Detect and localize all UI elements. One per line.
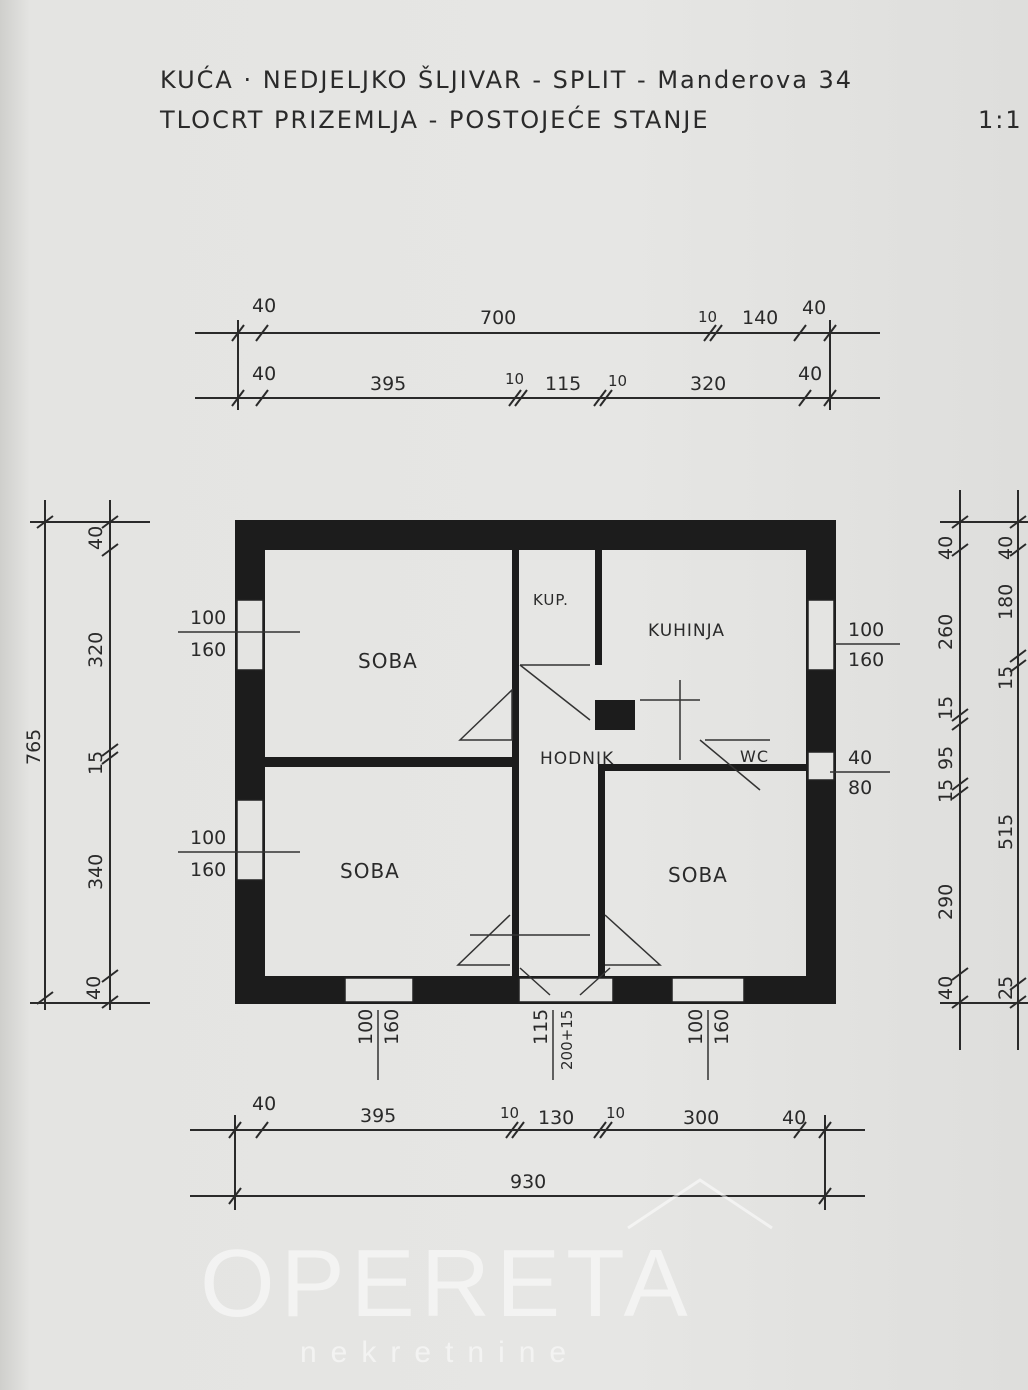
dim-label: 10 (505, 370, 524, 388)
window-kitchen (807, 599, 835, 671)
dimensions-bottom: 40 395 10 130 10 300 40 930 (252, 1093, 806, 1193)
dim-label: 40 (83, 976, 105, 1000)
dim-label: 15 (935, 696, 957, 720)
watermark: OPERETA nekretnine (200, 1178, 773, 1369)
dim-label: 115 (545, 373, 581, 395)
dim-label: 395 (370, 373, 406, 395)
dim-label: 765 (23, 729, 45, 765)
opening-label: 200+15 (558, 1010, 576, 1070)
dim-label: 40 (252, 363, 276, 385)
dim-label: 40 (995, 536, 1017, 560)
dim-label: 320 (85, 632, 107, 668)
dim-label: 15 (995, 666, 1017, 690)
window-left-bottom (236, 799, 264, 881)
window-bottom-right (671, 977, 745, 1003)
walls (235, 520, 836, 1004)
dimensions-left: 765 40 320 15 340 40 (23, 526, 107, 1000)
room-label-kupaonica: KUP. (533, 591, 569, 609)
dim-label: 290 (935, 884, 957, 920)
interior-wall (512, 550, 519, 990)
dim-label: 260 (935, 614, 957, 650)
dim-label: 340 (85, 854, 107, 890)
plan-scale: 1:1 (978, 106, 1023, 134)
dim-label: 40 (935, 536, 957, 560)
plan-subtitle: TLOCRT PRIZEMLJA - POSTOJEĆE STANJE (159, 104, 710, 134)
opening-labels: 100 160 100 160 100 160 40 80 100 160 11… (178, 607, 900, 1080)
dim-label: 40 (802, 297, 826, 319)
interior-wall (598, 764, 806, 771)
dim-label: 515 (995, 814, 1017, 850)
dim-label: 95 (935, 746, 957, 770)
dim-label: 10 (698, 308, 717, 326)
opening-label: 115 (530, 1009, 552, 1045)
plan-title: KUĆA · NEDJELJKO ŠLJIVAR - SPLIT - Mande… (160, 64, 853, 94)
dim-label: 15 (935, 779, 957, 803)
interior-wall (265, 757, 512, 767)
window-bottom-left (344, 977, 414, 1003)
chimney (595, 700, 635, 730)
dimensions-top: 40 700 10 140 40 40 395 10 115 10 320 40 (252, 295, 826, 395)
dim-label: 15 (85, 751, 107, 775)
dim-label: 300 (683, 1107, 719, 1129)
opening-label: 160 (848, 649, 884, 671)
dim-label: 10 (500, 1104, 519, 1122)
dim-label: 10 (608, 372, 627, 390)
dim-label: 40 (85, 526, 107, 550)
opening-label: 160 (190, 639, 226, 661)
opening-label: 100 (190, 827, 226, 849)
dim-label: 140 (742, 307, 778, 329)
dimension-lines (30, 320, 1028, 1210)
dimensions-right: 40 260 15 95 15 290 40 40 180 15 515 25 (935, 536, 1017, 1000)
dim-label: 395 (360, 1105, 396, 1127)
dim-label: 180 (995, 584, 1017, 620)
dim-label: 40 (252, 1093, 276, 1115)
opening-label: 40 (848, 747, 872, 769)
opening-label: 100 (355, 1009, 377, 1045)
watermark-sub: nekretnine (300, 1336, 580, 1369)
dim-label: 320 (690, 373, 726, 395)
watermark-brand: OPERETA (200, 1230, 694, 1337)
opening-label: 100 (685, 1009, 707, 1045)
opening-label: 80 (848, 777, 872, 799)
dim-label: 40 (782, 1107, 806, 1129)
room-label-kuhinja: KUHINJA (648, 621, 725, 641)
window-left-top (236, 599, 264, 671)
opening-label: 160 (711, 1009, 733, 1045)
watermark-roof-icon (627, 1178, 773, 1230)
room-label-wc: WC (740, 747, 769, 766)
dim-label: 40 (252, 295, 276, 317)
opening-label: 160 (190, 859, 226, 881)
room-label-soba: SOBA (668, 863, 728, 887)
dim-label: 40 (935, 976, 957, 1000)
dim-label: 25 (995, 976, 1017, 1000)
dim-label: 40 (798, 363, 822, 385)
dim-label: 700 (480, 307, 516, 329)
dim-label: 130 (538, 1107, 574, 1129)
room-label-hodnik: HODNIK (540, 749, 614, 769)
window-wc (807, 751, 835, 781)
dim-label: 930 (510, 1171, 546, 1193)
interior-wall (598, 766, 605, 990)
opening-label: 100 (190, 607, 226, 629)
door-swings (456, 664, 770, 996)
opening-label: 160 (381, 1009, 403, 1045)
entrance-door (518, 977, 614, 1003)
opening-label: 100 (848, 619, 884, 641)
interior-wall (595, 550, 602, 665)
room-label-soba: SOBA (358, 649, 418, 673)
dim-label: 10 (606, 1104, 625, 1122)
room-label-soba: SOBA (340, 859, 400, 883)
